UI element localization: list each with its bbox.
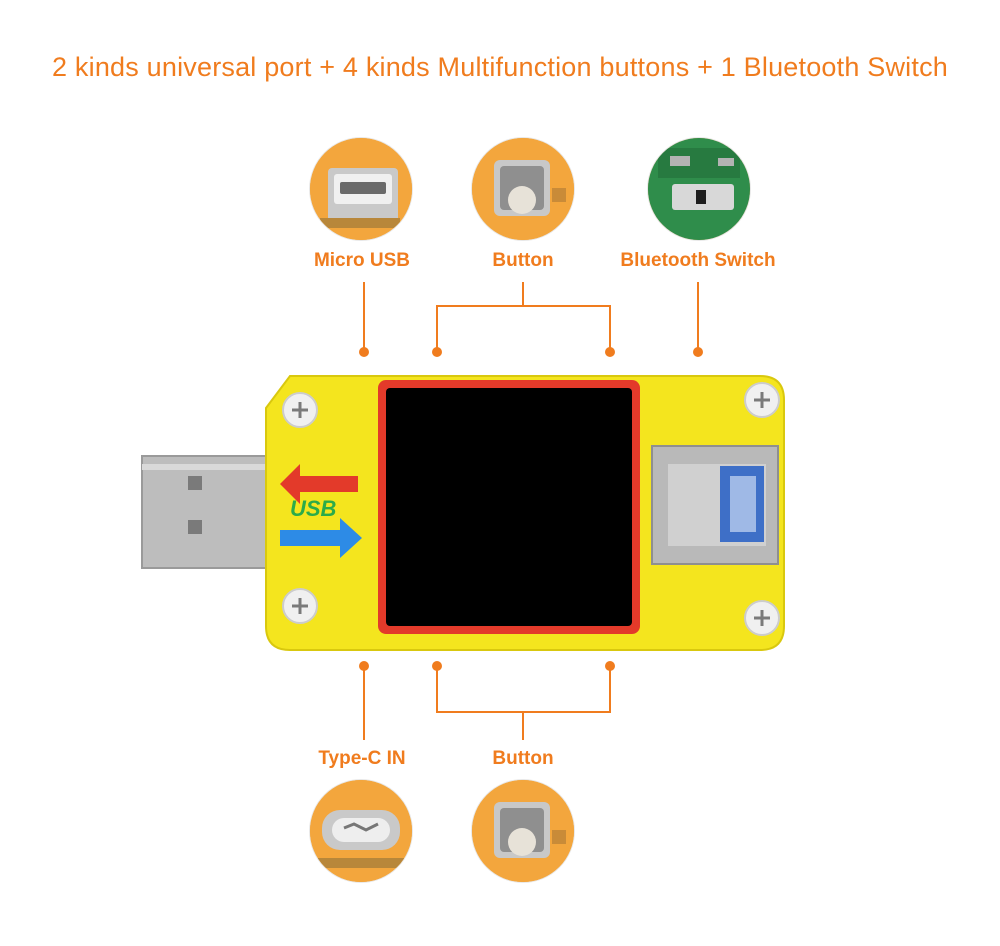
usb-a-female-port [651, 445, 779, 565]
usb-logo-icon: USB [280, 464, 362, 558]
screw-top-right-icon [744, 382, 780, 418]
screw-bottom-right-icon [744, 600, 780, 636]
label-type-c-in: Type-C IN [318, 748, 406, 769]
screw-bottom-left-icon [282, 588, 318, 624]
callout-dot-micro-usb [359, 347, 369, 357]
callout-dot-type-c [359, 661, 369, 671]
micro-usb-thumbnail [310, 138, 412, 240]
button-thumbnail-top [472, 138, 574, 240]
usb-a-plug [141, 455, 273, 569]
usb-tester-device: USB [141, 375, 785, 651]
type-c-thumbnail [310, 780, 412, 882]
callout-dot-button-right [605, 347, 615, 357]
label-micro-usb: Micro USB [313, 250, 411, 271]
label-button-bottom: Button [492, 748, 554, 769]
callout-dot-bluetooth [693, 347, 703, 357]
screw-top-left-icon [282, 392, 318, 428]
callout-dot-button-bottom-right [605, 661, 615, 671]
callout-dot-button-left [432, 347, 442, 357]
label-bluetooth-switch: Bluetooth Switch [620, 250, 776, 271]
callout-dot-button-bottom-left [432, 661, 442, 671]
headline: 2 kinds universal port + 4 kinds Multifu… [52, 52, 948, 82]
bluetooth-switch-thumbnail [648, 138, 750, 240]
label-button-top: Button [492, 250, 554, 271]
button-thumbnail-bottom [472, 780, 574, 882]
svg-text:USB: USB [290, 496, 337, 521]
